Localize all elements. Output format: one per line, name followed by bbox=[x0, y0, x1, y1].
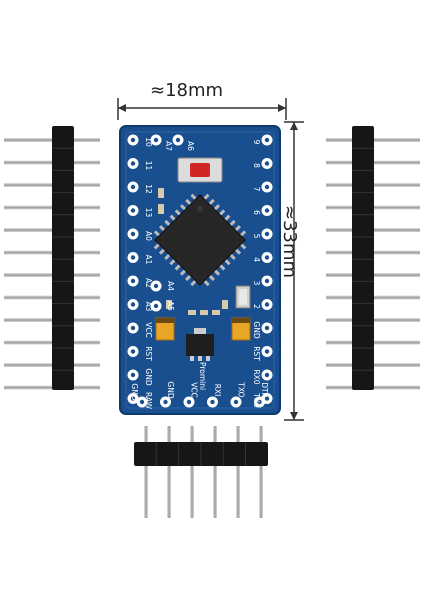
top-pin-label: A7 bbox=[164, 141, 173, 151]
capacitor-right bbox=[231, 317, 251, 341]
right-pin-header bbox=[326, 126, 420, 390]
right-pin-label: TX0 bbox=[252, 392, 261, 408]
left-header-plastic bbox=[52, 126, 74, 390]
inner-pin-label: A4 bbox=[166, 281, 175, 291]
bottom-pin-label: DTR bbox=[260, 382, 269, 398]
left-pin-label: 13 bbox=[144, 208, 153, 218]
bottom-pin-header bbox=[134, 426, 268, 518]
small-components bbox=[158, 188, 228, 315]
voltage-regulator bbox=[186, 328, 214, 361]
top-pin-label: A6 bbox=[186, 141, 195, 151]
left-pin-label: 10 bbox=[144, 137, 153, 147]
bottom-pin-label: GND bbox=[166, 381, 175, 398]
right-pin-label: 5 bbox=[252, 234, 261, 239]
board-name-label: Promini bbox=[198, 362, 207, 390]
right-pin-label: 4 bbox=[252, 257, 261, 262]
left-pin-label: A3 bbox=[144, 302, 153, 312]
height-dimension bbox=[284, 121, 304, 421]
width-dimension bbox=[117, 98, 287, 120]
right-pin-label: 8 bbox=[252, 163, 261, 168]
bottom-header-pin bbox=[190, 426, 194, 518]
left-pin-label: RAW bbox=[144, 392, 153, 410]
height-label: ≈33mm bbox=[279, 205, 300, 279]
right-pin-label: 9 bbox=[252, 140, 261, 145]
capacitor-left bbox=[155, 317, 175, 341]
left-pin-label: A1 bbox=[144, 255, 153, 265]
right-pin-label: 7 bbox=[252, 187, 261, 192]
left-pin-header bbox=[4, 126, 100, 390]
left-pin-label: VCC bbox=[144, 322, 153, 338]
reset-button bbox=[177, 157, 223, 183]
bottom-header-pin bbox=[144, 426, 148, 518]
left-pin-label: 11 bbox=[144, 161, 153, 171]
left-pin-label: GND bbox=[144, 368, 153, 385]
bottom-header-pin bbox=[236, 426, 240, 518]
right-pin-label: GND bbox=[252, 321, 261, 338]
left-pin-label: A0 bbox=[144, 231, 153, 241]
right-header-plastic bbox=[352, 126, 374, 390]
bottom-header-pin bbox=[259, 426, 263, 518]
inner-pin-label: A5 bbox=[166, 301, 175, 311]
right-pin-label: RST bbox=[252, 346, 261, 361]
right-pin-label: 6 bbox=[252, 210, 261, 215]
right-pin-label: RX0 bbox=[252, 369, 261, 384]
left-pin-label: A2 bbox=[144, 278, 153, 288]
microcontroller-chip bbox=[153, 193, 247, 287]
right-pin-label: 3 bbox=[252, 281, 261, 286]
crystal bbox=[235, 285, 251, 309]
bottom-header-pin bbox=[167, 426, 171, 518]
left-pin-label: 12 bbox=[144, 184, 153, 194]
bottom-pin-label: TXO bbox=[237, 381, 246, 397]
bottom-pin-label: VCC bbox=[190, 382, 199, 398]
pcb-pads bbox=[127, 134, 273, 408]
left-pin-label: RST bbox=[144, 346, 153, 361]
bottom-header-pin bbox=[213, 426, 217, 518]
bottom-left-pin-label: GND bbox=[130, 383, 139, 400]
right-pin-label: 2 bbox=[252, 304, 261, 309]
bottom-pin-label: RXI bbox=[213, 384, 222, 397]
width-label: ≈18mm bbox=[150, 80, 224, 101]
